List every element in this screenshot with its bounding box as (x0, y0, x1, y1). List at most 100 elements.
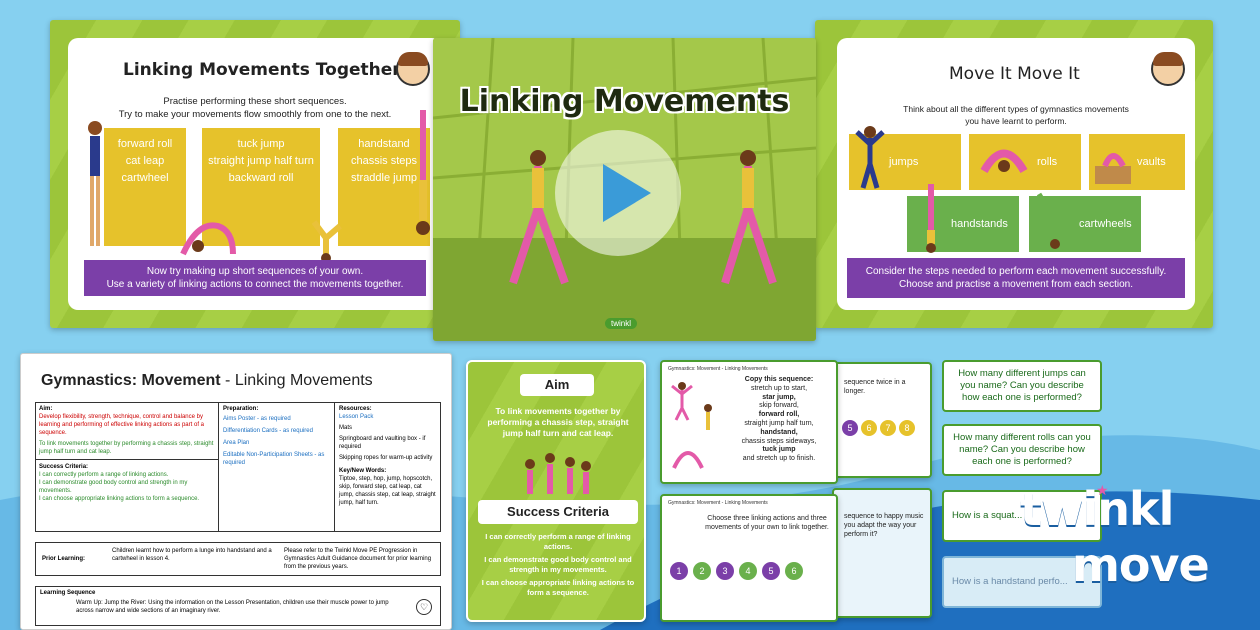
twinkl-move-logo: twinkl move ★ (1014, 478, 1244, 618)
number-badge: 8 (899, 420, 915, 436)
question-card-handstand[interactable]: How is a handstand perfo... (942, 556, 1102, 608)
intro-line-1: Think about all the different types of g… (903, 104, 1129, 114)
cartwheel-gymnast-icon (1036, 192, 1073, 249)
number-badge: 6 (861, 420, 877, 436)
number-badge: 1 (670, 562, 688, 580)
step: straight jump half turn, (744, 419, 814, 427)
slide-title: Linking Movements Together (123, 60, 401, 80)
step: tuck jump (762, 446, 796, 454)
choose-text: Choose three linking actions and three m… (705, 515, 829, 531)
key-head: Key/New Words: (339, 468, 387, 474)
slide-video-linking-movements[interactable]: Linking Movements twinkl (433, 38, 816, 341)
category-label: vaults (1137, 156, 1166, 168)
question-text: How many different rolls can you name? C… (953, 432, 1091, 467)
success-label: Success Criteria (507, 504, 609, 519)
slide-move-it[interactable]: Move It Move It Think about all the diff… (815, 20, 1213, 328)
step: stretch up to start, (750, 384, 808, 392)
prep-head: Preparation: (223, 406, 259, 412)
step: chassis steps sideways, (741, 437, 817, 445)
avatar-face-icon (1151, 52, 1185, 86)
slide-linking-together[interactable]: Linking Movements Together Practise perf… (50, 20, 460, 328)
jump-gymnast-icon (855, 126, 885, 189)
plan-title: Gymnastics: Movement - Linking Movements (41, 372, 373, 390)
video-title: Linking Movements (459, 84, 790, 119)
sequence-card-back-1[interactable]: sequence twice in a longer. 5 6 7 8 (832, 362, 932, 478)
prior-text: Children learnt how to perform a lunge i… (112, 548, 272, 562)
criteria-item: I can demonstrate good body control and … (484, 555, 632, 574)
gymnast-backroll-icon (180, 222, 236, 256)
aim-text: Develop flexibility, strength, technique… (39, 414, 204, 436)
category-label: rolls (1037, 156, 1058, 168)
sequence-card-choose[interactable]: Gymnastics: Movement - Linking Movements… (660, 494, 838, 622)
aim-block: Aim: Develop flexibility, strength, tech… (35, 402, 218, 459)
gymnast-straddle-icon (416, 110, 430, 235)
prior-learning-row: Prior Learning: Children learnt how to p… (35, 542, 441, 576)
move-text: backward roll (228, 172, 294, 184)
footer-line-1: Now try making up short sequences of you… (146, 266, 364, 277)
move-text: handstand (358, 138, 410, 150)
sequence-box-3: handstand chassis steps straddle jump (338, 128, 430, 246)
sequence-box-1: forward roll cat leap cartwheel (104, 128, 186, 246)
twinkl-badge: twinkl (605, 318, 638, 329)
aim-text-2: To link movements together by performing… (39, 441, 214, 455)
success-label-box: Success Criteria (478, 500, 638, 524)
category-label: jumps (889, 156, 919, 168)
success-item: I can correctly perform a range of linki… (39, 472, 169, 478)
res-item: Skipping ropes for warm-up activity (339, 455, 433, 461)
play-button[interactable] (555, 130, 681, 256)
roll-gymnast-icon (980, 149, 1028, 174)
slide-panel: Linking Movements Together Practise perf… (68, 38, 442, 310)
res-item[interactable]: Lesson Pack (339, 414, 374, 420)
intro-line-1: Practise performing these short sequence… (163, 96, 347, 107)
resources-block: Resources: Lesson Pack Mats Springboard … (335, 402, 441, 532)
footer-line-2: Use a variety of linking actions to conn… (106, 279, 404, 290)
gymnast-sequence-icons (671, 382, 712, 469)
sequence-card-copy[interactable]: Gymnastics: Movement - Linking Movements… (660, 360, 838, 484)
category-label: cartwheels (1079, 218, 1132, 230)
question-text: How is a squat... (952, 510, 1023, 521)
plan-title-rest: - Linking Movements (220, 372, 373, 389)
success-item: I can choose appropriate linking actions… (39, 496, 200, 502)
number-badge: 2 (693, 562, 711, 580)
success-head: Success Criteria: (39, 464, 89, 470)
criteria-item: I can choose appropriate linking actions… (481, 578, 635, 597)
number-badge: 3 (716, 562, 734, 580)
step: handstand, (760, 428, 798, 436)
seq-head: Learning Sequence (40, 590, 96, 596)
success-block: Success Criteria: I can correctly perfor… (35, 459, 218, 506)
lesson-plan-document[interactable]: Gymnastics: Movement - Linking Movements… (20, 353, 452, 630)
prep-item-link[interactable]: Editable Non-Participation Sheets - as r… (223, 452, 325, 466)
gymnast-lunge-icon (509, 150, 569, 285)
res-head: Resources: (339, 406, 372, 412)
heart-icon: ♡ (416, 599, 432, 615)
step: star jump, (762, 393, 796, 401)
slide-panel: Move It Move It Think about all the diff… (837, 38, 1195, 310)
sequence-card-back-2[interactable]: sequence to happy music you adapt the wa… (832, 488, 932, 618)
key-text: Tiptoe, step, hop, jump, hopscotch, skip… (339, 476, 436, 506)
category-label: handstands (951, 218, 1008, 230)
move-text: straight jump half turn (208, 155, 314, 167)
move-text: forward roll (117, 138, 173, 150)
play-icon (603, 164, 651, 222)
category-box-cartwheels: cartwheels (1029, 196, 1141, 252)
number-chain: 1 2 3 4 5 6 (670, 562, 803, 580)
prep-item-link[interactable]: Aims Poster - as required (223, 416, 291, 422)
question-card-squat[interactable]: How is a squat... (942, 490, 1102, 542)
prep-item-link[interactable]: Differentiation Cards - as required (223, 428, 313, 434)
copy-steps: Copy this sequence: stretch up to start,… (724, 376, 834, 464)
res-item: Mats (339, 425, 353, 431)
res-item: Springboard and vaulting box - if requir… (339, 436, 426, 450)
question-card-rolls[interactable]: How many different rolls can you name? C… (942, 424, 1102, 476)
aim-poster[interactable]: Aim To link movements together by perfor… (466, 360, 646, 622)
question-card-jumps[interactable]: How many different jumps can you name? C… (942, 360, 1102, 412)
step: and stretch up to finish. (742, 455, 816, 463)
prep-item-link[interactable]: Area Plan (223, 440, 250, 446)
move-text: cartwheel (121, 172, 169, 184)
number-badge: 7 (880, 420, 896, 436)
success-item: I can demonstrate good body control and … (39, 480, 188, 494)
vault-box-icon (1095, 153, 1131, 184)
card-header: Gymnastics: Movement - Linking Movements (668, 500, 768, 506)
step: forward roll, (758, 411, 800, 419)
number-badge: 5 (842, 420, 858, 436)
slide-title: Move It Move It (949, 64, 1080, 84)
